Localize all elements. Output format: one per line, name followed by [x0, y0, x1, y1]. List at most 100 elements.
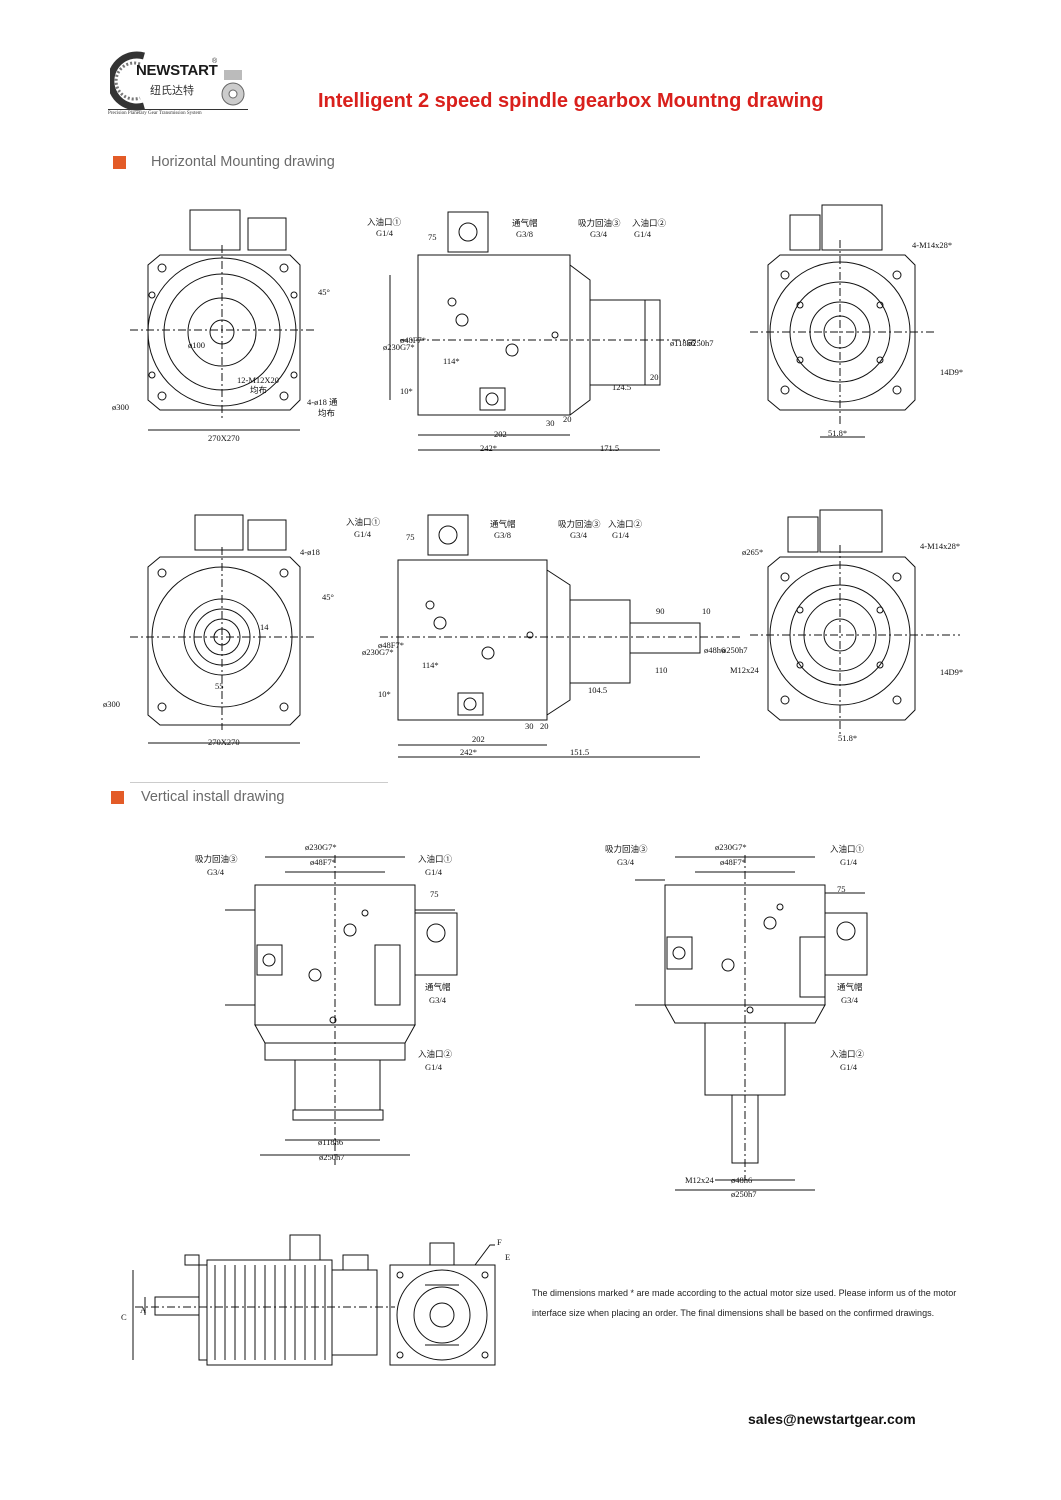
label-v-g34: G3/4: [207, 867, 225, 877]
label-in2: 入油口②: [632, 218, 667, 228]
label-v-d118: ø118h6: [318, 1137, 343, 1147]
label-v2-d48f: ø48F7*: [720, 857, 746, 867]
label-202: 202: [494, 429, 507, 439]
label-E: E: [505, 1252, 510, 1262]
label-v2-g34: G3/4: [617, 857, 635, 867]
label-d230-b: ø230G7*: [362, 647, 394, 657]
label-vent-b: 通气帽: [490, 519, 516, 529]
label-d250-b: ø250h7: [722, 645, 748, 655]
section-horizontal-label: Horizontal Mounting drawing: [151, 154, 335, 170]
label-14: 14: [260, 622, 269, 632]
label-in1-b: 入油口①: [346, 517, 381, 527]
section-horizontal-title: Horizontal Mounting drawing: [113, 154, 335, 170]
gear-logo-icon: [110, 51, 145, 111]
label-202-b: 202: [472, 734, 485, 744]
label-g38-b: G3/8: [494, 530, 511, 540]
label-v-g14b: G1/4: [425, 1062, 443, 1072]
horizontal-drawing-row-1: ø100 12-M12X20 均布 4-ø18 通 均布 ø300 270X27…: [112, 204, 963, 453]
label-114: 114*: [443, 356, 460, 366]
label-v2-g14b: G1/4: [840, 1062, 858, 1072]
label-v-75: 75: [430, 889, 439, 899]
label-A: A: [140, 1305, 147, 1315]
label-270-b: 270X270: [208, 737, 240, 747]
label-in1: 入油口①: [367, 217, 402, 227]
label-v-g14: G1/4: [425, 867, 443, 877]
label-114-b: 114*: [422, 660, 439, 670]
label-d300-b: ø300: [103, 699, 120, 709]
label-v2-d48h: ø48h6: [731, 1175, 752, 1185]
label-v2-g14: G1/4: [840, 857, 858, 867]
contact-email[interactable]: sales@newstartgear.com: [748, 1411, 916, 1427]
horizontal-drawing-row-2: 4-ø18 45° 55 14 ø300 270X270 入油口① G1/4 通…: [103, 509, 963, 758]
label-g34-b: G3/4: [570, 530, 588, 540]
label-v-ret3: 吸力回油③: [195, 854, 238, 864]
vertical-drawings: ø230G7* ø48F7* 吸力回油③ G3/4 入油口① G1/4 75 通…: [195, 842, 868, 1199]
label-v2-d230: ø230G7*: [715, 842, 747, 852]
label-10: 10*: [400, 386, 413, 396]
registered-mark: ®: [212, 58, 218, 65]
label-d300: ø300: [112, 402, 129, 412]
section-marker-icon: [113, 156, 126, 169]
label-20: 20: [650, 372, 659, 382]
label-d18: 4-ø18 通: [307, 397, 338, 407]
label-242-b: 242*: [460, 747, 477, 757]
label-v2-75: 75: [837, 884, 846, 894]
dimension-note: The dimensions marked * are made accordi…: [532, 1288, 957, 1318]
label-ret3: 吸力回油③: [578, 218, 621, 228]
label-v2-ret3: 吸力回油③: [605, 844, 648, 854]
label-v-d48f: ø48F7*: [310, 857, 336, 867]
section-vertical-title: Vertical install drawing: [111, 789, 284, 805]
label-55: 55: [215, 681, 224, 691]
brand-name: NEWSTART: [136, 62, 218, 79]
label-151: 151.5: [570, 747, 589, 757]
label-vent: 通气帽: [512, 218, 538, 228]
brand-tagline: Precision Planetary Gear Transmission Sy…: [108, 109, 248, 116]
page-title: Intelligent 2 speed spindle gearbox Moun…: [318, 90, 824, 112]
label-14d9: 14D9*: [940, 367, 963, 377]
label-30: 30: [546, 418, 555, 428]
label-v-vent: 通气帽: [425, 982, 451, 992]
label-10-c: 10: [702, 606, 711, 616]
label-g14-b: G1/4: [354, 529, 372, 539]
label-v2-in2: 入油口②: [830, 1049, 865, 1059]
label-d48f: ø48F7*: [400, 335, 426, 345]
label-d48h: ø48h6: [704, 645, 725, 655]
label-10-b: 10*: [378, 689, 391, 699]
label-m12: 12-M12X20: [237, 375, 279, 385]
label-v2-d250: ø250h7: [731, 1189, 757, 1199]
label-d100: ø100: [188, 340, 205, 350]
label-v-in1: 入油口①: [418, 854, 453, 864]
label-F: F: [497, 1237, 502, 1247]
label-g14-b2: G1/4: [612, 530, 630, 540]
label-junbu-2: 均布: [318, 408, 335, 418]
label-m14: 4-M14x28*: [912, 240, 952, 250]
label-d18b: 4-ø18: [300, 547, 320, 557]
label-v2-m1224: M12x24: [685, 1175, 715, 1185]
brand-name-cn: 纽氏达特: [150, 84, 194, 97]
label-171: 171.5: [600, 443, 619, 453]
section-divider: [130, 782, 388, 783]
label-v-g34b: G3/4: [429, 995, 447, 1005]
label-v-d250: ø250h7: [319, 1152, 345, 1162]
label-45-b: 45°: [322, 592, 334, 602]
section-marker-icon: [111, 791, 124, 804]
company-logo: NEWSTART ® 纽氏达特 Precision Planetary Gear…: [108, 46, 248, 120]
label-d265: ø265*: [742, 547, 763, 557]
label-v2-vent: 通气帽: [837, 982, 863, 992]
gearbox-thumbnail-icon: [221, 70, 245, 106]
label-in2-b: 入油口②: [608, 519, 643, 529]
label-v2-in1: 入油口①: [830, 844, 865, 854]
label-14d9-b: 14D9*: [940, 667, 963, 677]
label-d230: ø230G7*: [383, 342, 415, 352]
label-104: 104.5: [588, 685, 607, 695]
label-110: 110: [655, 665, 667, 675]
label-d48f-b: ø48F7*: [378, 640, 404, 650]
label-g34: G3/4: [590, 229, 608, 239]
label-C: C: [121, 1312, 127, 1322]
label-20-b: 20: [540, 721, 549, 731]
label-junbu: 均布: [250, 385, 267, 395]
label-v2-g34b: G3/4: [841, 995, 859, 1005]
motor-sketch: C A F E: [121, 1234, 510, 1366]
label-d118: ø118h6: [670, 338, 695, 348]
label-d250: ø250h7: [688, 338, 714, 348]
